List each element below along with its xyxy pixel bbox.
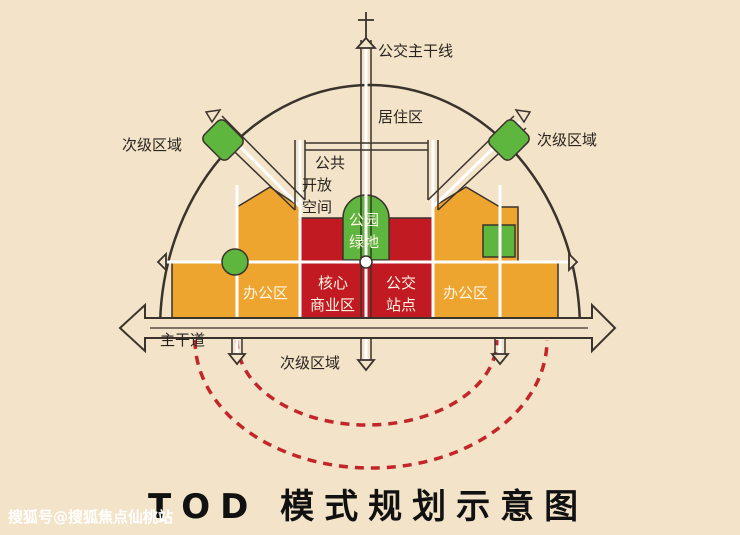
green-node-left: [202, 119, 244, 161]
label-public-open-space-3: 空间: [302, 198, 332, 216]
outer-dashed-arc: [193, 339, 549, 470]
zone-label-bus-station-2: 站点: [386, 296, 416, 314]
zone-label-park-green-1: 公园: [349, 211, 379, 229]
label-residential-area: 居住区: [378, 108, 423, 126]
zone-label-core-commercial-2: 商业区: [310, 296, 355, 314]
zone-label-office-right: 办公区: [443, 284, 488, 302]
label-secondary-area-left: 次级区域: [122, 136, 182, 154]
zone-label-office-left: 办公区: [243, 284, 288, 302]
watermark: 搜狐号@搜狐焦点仙桃站: [8, 508, 173, 526]
zone-label-core-commercial-1: 核心: [318, 274, 348, 292]
label-public-open-space-1: 公共: [315, 154, 345, 172]
label-secondary-area-right: 次级区域: [537, 131, 597, 149]
label-main-road: 主干道: [160, 331, 205, 349]
service-radius-circle: [158, 83, 582, 331]
green-node-circle: [221, 248, 249, 276]
green-node-right: [488, 119, 530, 161]
transit-arrow-top: [354, 12, 378, 49]
zone-label-park-green-2: 绿地: [349, 233, 379, 251]
label-public-open-space-2: 开放: [302, 176, 332, 194]
side-arrows: [156, 251, 579, 372]
diag-arrow-right: [514, 109, 532, 124]
road-outlines: [209, 40, 527, 362]
label-public-transit-main-line: 公交主干线: [378, 42, 453, 60]
page-title: TOD 模式规划示意图: [148, 487, 588, 527]
center-station-dot: [359, 255, 373, 269]
label-secondary-area-bottom: 次级区域: [280, 354, 340, 372]
zone-label-bus-station-1: 公交: [386, 274, 416, 292]
diag-arrow-left: [204, 109, 222, 124]
